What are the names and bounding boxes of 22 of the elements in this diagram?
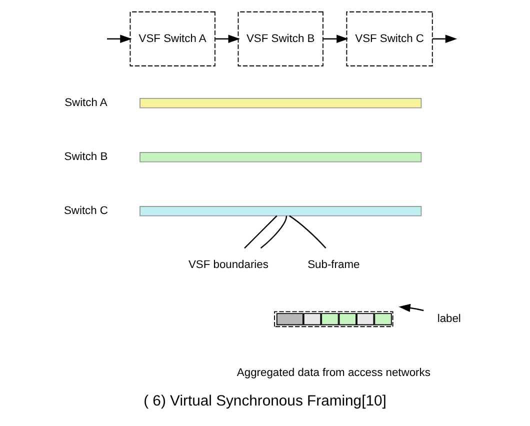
node-bar [140,152,422,162]
node-bar [140,98,422,108]
node-label: Switch C [64,205,108,218]
node-bar [140,206,422,216]
node-box: VSF Switch A [130,11,216,66]
arrow [323,34,348,43]
arrow [432,34,458,43]
node-text: VSF boundaries [188,259,268,272]
node-label: Switch A [64,97,108,110]
node-text: label [437,313,461,326]
arrow [215,34,240,43]
node-box: VSF Switch C [346,11,433,66]
arrow [398,304,424,312]
node-text: Sub-frame [308,259,360,272]
label: Aggregated data from access networks [236,367,430,380]
connector [244,215,278,249]
node-box: VSF Switch B [238,11,324,66]
connector [260,216,288,249]
arrow [106,34,132,43]
node-label: Switch B [64,151,108,164]
connector [289,215,326,249]
caption: ( 6) Virtual Synchronous Framing[10] [144,394,386,410]
